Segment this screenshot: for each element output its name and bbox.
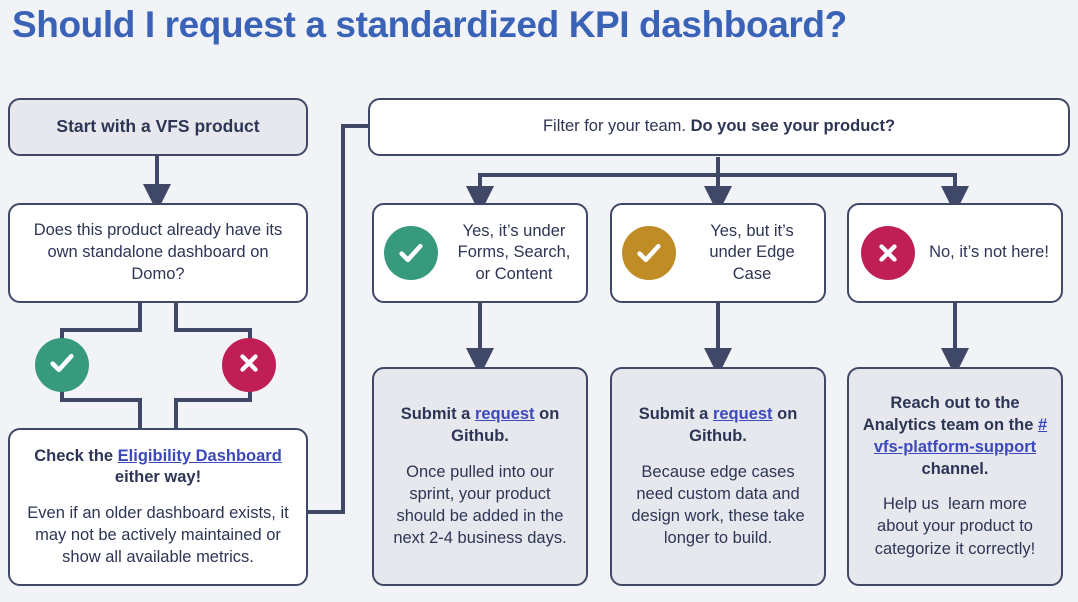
node-result-edge: Submit a request on Github. Because edge…: [610, 367, 826, 586]
decision-yes-badge: [35, 338, 89, 392]
node-eligibility: Check the Eligibility Dashboard either w…: [8, 428, 308, 586]
result-missing-head-suffix: channel.: [921, 459, 989, 478]
result-forms-head-suffix: on Github.: [451, 405, 560, 445]
node-start: Start with a VFS product: [8, 98, 308, 156]
result-edge-head-prefix: Submit a: [638, 405, 713, 424]
decision-no-badge: [222, 338, 276, 392]
node-result-edge-heading: Submit a request on Github.: [624, 404, 812, 448]
node-domo-question: Does this product already have its own s…: [8, 203, 308, 303]
node-branch-forms: Yes, it’s under Forms, Search, or Conten…: [372, 203, 588, 303]
node-branch-missing: No, it’s not here!: [847, 203, 1063, 303]
eligibility-dashboard-link[interactable]: Eligibility Dashboard: [117, 446, 282, 465]
result-edge-head-suffix: on Github.: [689, 405, 798, 445]
node-result-edge-body: Because edge cases need custom data and …: [631, 462, 805, 547]
node-filter-label: Filter for your team. Do you see your pr…: [382, 116, 1056, 138]
node-result-forms-body: Once pulled into our sprint, your produc…: [393, 462, 567, 547]
node-result-missing: Reach out to the Analytics team on the #…: [847, 367, 1063, 586]
x-icon: [236, 350, 262, 381]
eligibility-head-prefix: Check the: [34, 446, 118, 465]
check-icon: [384, 226, 438, 280]
node-branch-forms-label: Yes, it’s under Forms, Search, or Conten…: [457, 221, 571, 283]
check-icon: [47, 348, 77, 383]
github-request-link[interactable]: request: [474, 405, 535, 424]
page-title: Should I request a standardized KPI dash…: [12, 4, 847, 45]
filter-plain-text: Filter for your team.: [542, 117, 691, 136]
eligibility-head-suffix: either way!: [114, 468, 202, 487]
x-icon: [861, 226, 916, 280]
result-missing-head-prefix: Reach out to the Analytics team on the: [862, 394, 1038, 435]
node-result-missing-body: Help us learn more about your product to…: [874, 495, 1038, 558]
node-branch-missing-label: No, it’s not here!: [929, 243, 1049, 262]
node-result-forms: Submit a request on Github. Once pulled …: [372, 367, 588, 586]
node-eligibility-body: Even if an older dashboard exists, it ma…: [27, 504, 289, 567]
node-start-label: Start with a VFS product: [56, 116, 260, 137]
node-domo-question-label: Does this product already have its own s…: [33, 221, 283, 283]
node-branch-edge: Yes, but it’s under Edge Case: [610, 203, 826, 303]
filter-bold-text: Do you see your product?: [690, 117, 896, 136]
node-result-forms-heading: Submit a request on Github.: [386, 404, 574, 448]
node-branch-edge-label: Yes, but it’s under Edge Case: [709, 221, 795, 283]
node-filter: Filter for your team. Do you see your pr…: [368, 98, 1070, 156]
check-icon: [622, 226, 676, 280]
node-eligibility-heading: Check the Eligibility Dashboard either w…: [22, 446, 294, 490]
result-forms-head-prefix: Submit a: [400, 405, 475, 424]
github-request-link[interactable]: request: [712, 405, 773, 424]
node-result-missing-heading: Reach out to the Analytics team on the #…: [861, 393, 1049, 480]
slack-channel-link[interactable]: #vfs-platform-support: [873, 416, 1048, 456]
